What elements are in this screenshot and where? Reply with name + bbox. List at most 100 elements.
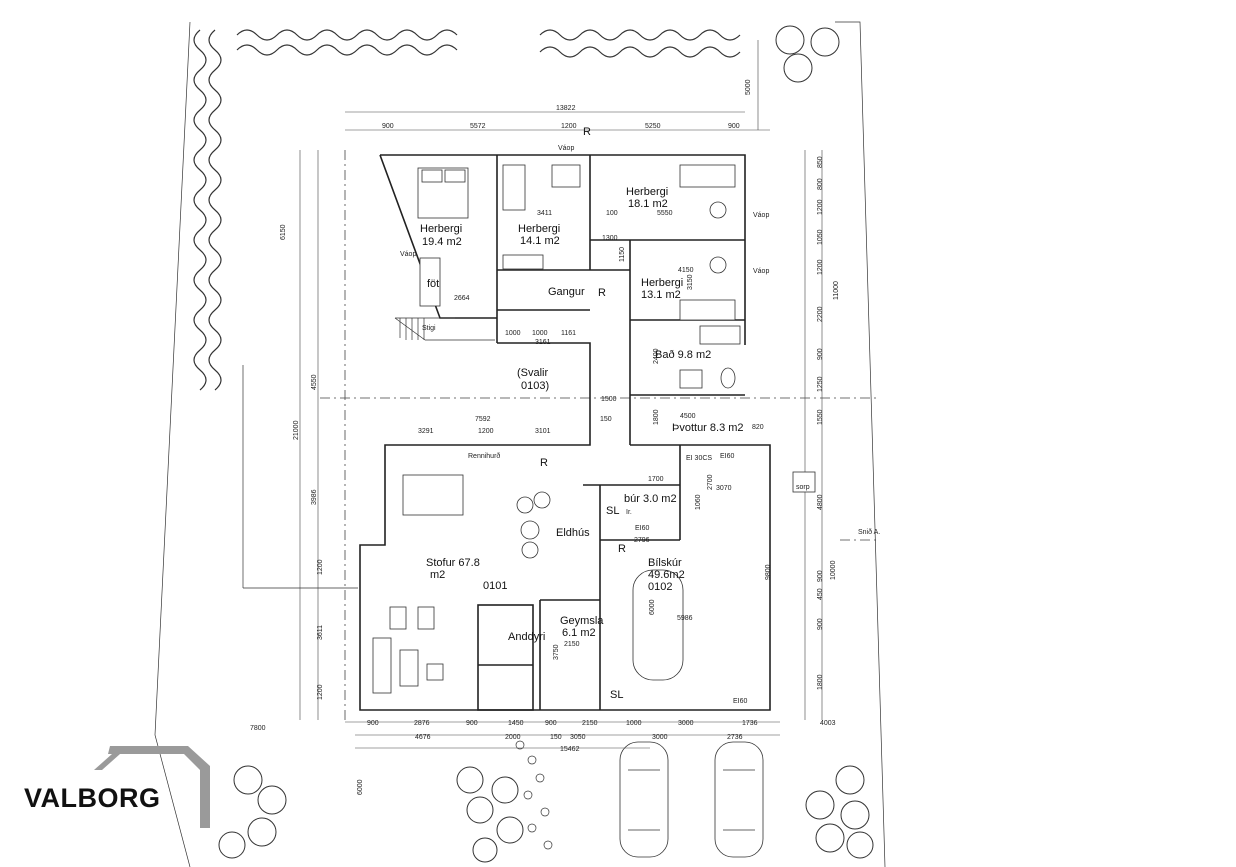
dim-bottom-1: 4003 — [820, 720, 836, 727]
building-walls — [242, 154, 771, 711]
label-r-1: R — [583, 126, 591, 138]
dim-interior: 3101 — [535, 428, 551, 435]
site-boundary-left — [154, 21, 191, 867]
dim-bottom-2: 4676 — [415, 734, 431, 741]
dim-right: 1550 — [817, 409, 824, 425]
dim-interior: 3411 — [537, 210, 552, 217]
dim-top-part: 5250 — [645, 123, 661, 130]
dim-left: 7800 — [250, 725, 266, 732]
dim-bottom-2: 3050 — [570, 734, 586, 741]
dim-right: 450 — [817, 588, 824, 600]
dim-interior: 3750 — [553, 644, 560, 660]
dim-right: 1800 — [817, 674, 824, 690]
room-label-stofur: Stofur 67.8 — [426, 557, 480, 569]
brand-logo-roof-icon — [94, 746, 210, 828]
room-label-anddyri: Anddyri — [508, 631, 545, 643]
dim-left: 1200 — [317, 684, 324, 700]
room-area-herbergi-b: 14.1 m2 — [520, 235, 560, 247]
dim-left: 4550 — [311, 374, 318, 390]
dim-interior: 2700 — [707, 474, 714, 490]
stairs — [394, 317, 495, 341]
dim-right: 850 — [817, 156, 824, 168]
dim-interior: 1060 — [695, 494, 702, 510]
label-vaop-right-1: Váop — [753, 212, 769, 219]
dim-bottom-2: 3000 — [652, 734, 668, 741]
dim-left: 3986 — [311, 489, 318, 505]
dim-right: 11000 — [833, 281, 840, 300]
brand-logo-text: VALBORG — [24, 783, 161, 813]
label-vaop-right-2: Váop — [753, 268, 769, 275]
dim-interior: 1000 — [505, 330, 521, 337]
dim-right: 1250 — [817, 376, 824, 392]
label-rennihurd: Rennihurð — [468, 452, 500, 460]
dim-top-part: 900 — [382, 123, 394, 130]
dim-top-total: 13822 — [556, 105, 576, 112]
dim-interior: 5000 — [745, 79, 752, 95]
dim-interior: 820 — [752, 424, 764, 431]
dim-right: 900 — [817, 570, 824, 582]
dim-interior: 1700 — [648, 476, 664, 483]
room-label-eldhus: Eldhús — [556, 527, 590, 539]
dim-bottom-1: 2150 — [582, 720, 598, 727]
room-label-herbergi-b: Herbergi — [518, 223, 560, 235]
trees-bottom — [218, 765, 874, 863]
dim-right: 10000 — [830, 560, 837, 580]
dim-right: 2200 — [817, 306, 824, 322]
room-label-gangur: Gangur — [548, 286, 585, 298]
dim-bottom-total: 15462 — [560, 746, 580, 753]
room-label-bur: búr 3.0 m2 — [624, 493, 677, 505]
room-label-svalir: (Svalir — [517, 367, 549, 379]
room-label-herbergi-c: Herbergi — [626, 186, 668, 198]
dim-top-part: 1200 — [561, 123, 577, 130]
room-label-geymsla: Geymsla — [560, 615, 604, 627]
room-number-bilskur: 0102 — [648, 581, 672, 593]
room-label-herbergi-a: Herbergi — [420, 223, 462, 235]
label-ei-30cs: EI 30CS — [686, 455, 712, 462]
dim-interior: 1500 — [601, 396, 617, 403]
dim-interior: 1000 — [532, 330, 548, 337]
dim-interior: 3161 — [535, 339, 551, 346]
furniture — [372, 164, 816, 694]
trees-top-right — [775, 25, 840, 83]
dim-interior: 7592 — [475, 416, 491, 423]
label-r-3: R — [540, 457, 548, 469]
dim-bottom-1: 2876 — [414, 720, 430, 727]
dim-interior: 3291 — [418, 428, 434, 435]
dim-interior: 5986 — [677, 615, 693, 622]
label-r-2: R — [598, 287, 606, 299]
shrubs-bottom — [515, 740, 553, 850]
dim-interior: 5550 — [657, 210, 673, 217]
dim-interior: 2150 — [564, 641, 580, 648]
dim-bottom-1: 900 — [466, 720, 478, 727]
dim-left: 6150 — [280, 224, 287, 240]
dim-right: 4800 — [817, 494, 824, 510]
dim-interior: 2400 — [653, 348, 660, 364]
dim-interior: 6000 — [649, 599, 656, 615]
dim-right: 1200 — [817, 199, 824, 215]
dim-right: 900 — [817, 618, 824, 630]
dim-interior: 3070 — [716, 485, 732, 492]
dim-top-part: 5572 — [470, 123, 486, 130]
room-area-herbergi-d: 13.1 m2 — [641, 289, 681, 301]
dim-bottom-1: 3000 — [678, 720, 694, 727]
dim-interior: 3150 — [687, 274, 694, 290]
dim-right: 1050 — [817, 229, 824, 245]
label-ir: Ir. — [626, 509, 632, 516]
room-area-geymsla: 6.1 m2 — [562, 627, 596, 639]
room-number-svalir: 0103) — [521, 380, 549, 392]
car-driveway-right — [714, 741, 764, 858]
room-label-bilskur: Bílskúr — [648, 557, 682, 569]
label-ei60-1: EI60 — [720, 453, 735, 460]
dim-interior: 2664 — [454, 295, 470, 302]
dim-left: 21000 — [293, 420, 300, 440]
dim-interior: 1300 — [602, 235, 618, 242]
dim-interior: 2796 — [634, 537, 650, 544]
dim-interior: 1200 — [478, 428, 494, 435]
dim-top-part: 900 — [728, 123, 740, 130]
dim-left: 1200 — [317, 559, 324, 575]
label-stigi: Stigi — [422, 325, 436, 332]
dim-right: 900 — [817, 348, 824, 360]
dim-interior: 100 — [606, 210, 618, 217]
label-ei60-2: EI60 — [635, 525, 650, 532]
